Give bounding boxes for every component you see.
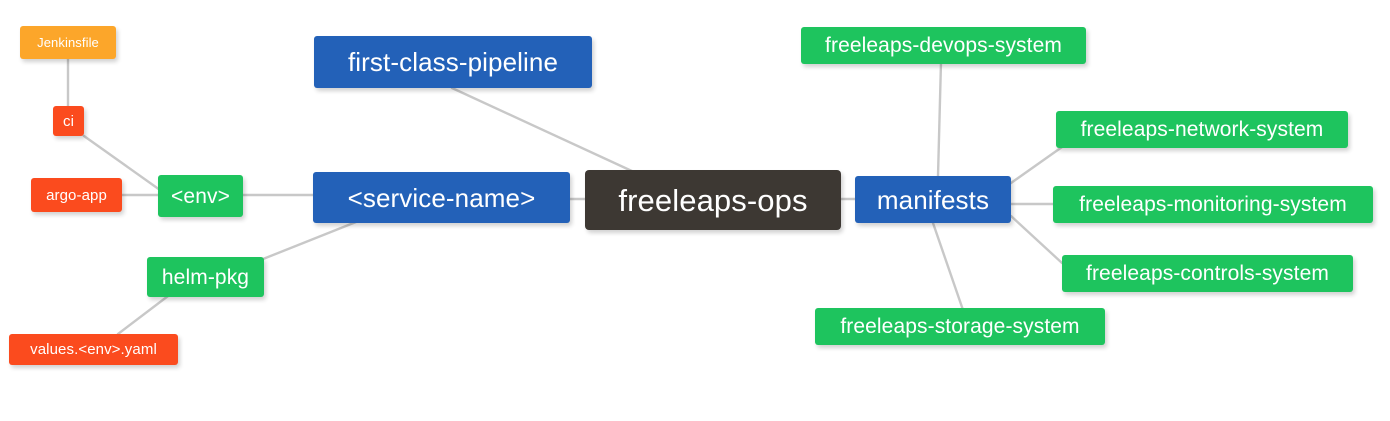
node-label-freeleaps-storage-system: freeleaps-storage-system	[840, 315, 1080, 338]
node-label-ci: ci	[62, 112, 75, 130]
node-helm-pkg[interactable]: helm-pkg	[147, 257, 264, 297]
node-ci[interactable]: ci	[53, 106, 84, 136]
node-label-jenkinsfile: Jenkinsfile	[37, 35, 99, 50]
node-label-argo-app: argo-app	[46, 186, 107, 204]
node-label-manifests: manifests	[876, 184, 990, 215]
node-label-helm-pkg: helm-pkg	[161, 265, 250, 289]
node-freeleaps-network-system[interactable]: freeleaps-network-system	[1056, 111, 1348, 148]
node-label-freeleaps-controls-system: freeleaps-controls-system	[1086, 262, 1329, 285]
node-freeleaps-storage-system[interactable]: freeleaps-storage-system	[815, 308, 1105, 345]
node-label-values-env-yaml: values.<env>.yaml	[30, 341, 157, 358]
node-label-freeleaps-monitoring-system: freeleaps-monitoring-system	[1079, 193, 1347, 216]
node-values-env-yaml[interactable]: values.<env>.yaml	[9, 334, 178, 365]
edge-helmpkg-servicename	[251, 220, 358, 265]
node-label-freeleaps-network-system: freeleaps-network-system	[1080, 118, 1324, 141]
node-label-env: <env>	[171, 184, 230, 208]
node-service-name[interactable]: <service-name>	[313, 172, 570, 223]
node-first-class-pipeline[interactable]: first-class-pipeline	[314, 36, 592, 88]
node-label-freeleaps-devops-system: freeleaps-devops-system	[825, 34, 1062, 57]
node-argo-app[interactable]: argo-app	[31, 178, 122, 212]
edge-valuesyaml-helmpkg	[116, 291, 174, 336]
edge-manifests-devops	[936, 60, 943, 178]
node-label-first-class-pipeline: first-class-pipeline	[347, 47, 559, 77]
node-label-service-name: <service-name>	[347, 182, 536, 213]
node-freeleaps-ops[interactable]: freeleaps-ops	[585, 170, 841, 230]
edge-manifests-storage	[931, 221, 965, 312]
node-manifests[interactable]: manifests	[855, 176, 1011, 223]
edge-firstclasspipeline-root	[450, 86, 636, 174]
node-label-freeleaps-ops: freeleaps-ops	[618, 182, 808, 218]
node-jenkinsfile[interactable]: Jenkinsfile	[20, 26, 116, 59]
edge-manifests-controls	[1009, 214, 1064, 265]
node-freeleaps-controls-system[interactable]: freeleaps-controls-system	[1062, 255, 1353, 292]
edge-manifests-network	[1009, 145, 1064, 185]
node-freeleaps-monitoring-system[interactable]: freeleaps-monitoring-system	[1053, 186, 1373, 223]
node-freeleaps-devops-system[interactable]: freeleaps-devops-system	[801, 27, 1086, 64]
node-env[interactable]: <env>	[158, 175, 243, 217]
